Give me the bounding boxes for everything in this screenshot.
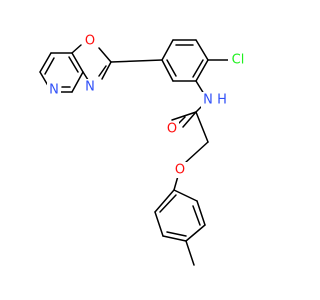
bond xyxy=(192,59,204,78)
bond-lines xyxy=(39,39,229,266)
bond xyxy=(178,116,186,124)
bond xyxy=(195,39,209,61)
bond xyxy=(195,106,202,113)
bond xyxy=(110,59,163,63)
bond xyxy=(39,52,52,73)
bond xyxy=(166,231,187,237)
bond xyxy=(173,175,179,191)
bond xyxy=(182,111,197,128)
bond xyxy=(185,240,195,266)
bond xyxy=(195,80,205,95)
bond xyxy=(161,39,174,61)
bond xyxy=(162,235,187,242)
oxazole-oxygen-label: O xyxy=(85,34,95,49)
bond xyxy=(185,224,206,242)
bond xyxy=(166,59,177,77)
chlorine-label: Cl xyxy=(232,53,245,68)
bond xyxy=(71,71,84,93)
bond xyxy=(71,44,82,54)
bond xyxy=(195,59,209,82)
bond xyxy=(161,59,174,82)
bond xyxy=(192,205,201,226)
bond xyxy=(101,61,112,80)
bond xyxy=(196,200,206,226)
amide-nitrogen-label: N xyxy=(203,93,213,108)
pyridine-nitrogen-label: N xyxy=(49,83,59,98)
bond xyxy=(185,141,209,163)
carbonyl-oxygen-label: O xyxy=(167,122,177,137)
atom-labels: O N N Cl N H O O xyxy=(47,33,248,178)
bond xyxy=(154,189,175,213)
bond xyxy=(71,52,84,73)
amide-hydrogen-label: H xyxy=(217,93,227,108)
bond xyxy=(159,194,177,213)
bond xyxy=(195,111,209,143)
bond xyxy=(98,65,107,77)
bond xyxy=(171,111,197,121)
ether-oxygen-label: O xyxy=(175,163,185,178)
oxazole-nitrogen-label: N xyxy=(85,80,95,95)
bond xyxy=(44,57,55,75)
bond xyxy=(98,47,112,63)
bond xyxy=(68,56,79,73)
bond xyxy=(154,211,164,237)
molecule-structure: O N N Cl N H O O xyxy=(39,33,248,266)
bond xyxy=(173,189,198,202)
